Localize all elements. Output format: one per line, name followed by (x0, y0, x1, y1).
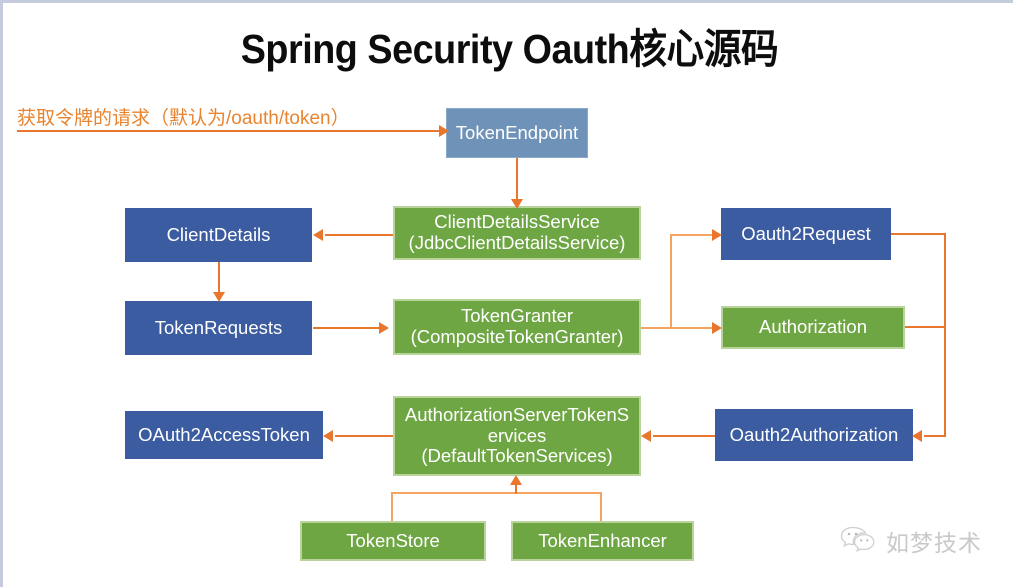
node-token-endpoint[interactable]: TokenEndpoint (446, 108, 588, 158)
arrowhead-client-details-to-token-requests (213, 292, 225, 302)
connector-client-details-to-token-requests (218, 262, 220, 294)
arrowhead-token-granter-to-oauth2-request (712, 229, 722, 241)
connector-request-to-token-endpoint (17, 130, 441, 132)
node-token-granter[interactable]: TokenGranter (CompositeTokenGranter) (393, 299, 641, 355)
connector-bus-to-token-services (515, 484, 517, 494)
watermark: 如梦技术 (839, 524, 982, 558)
connector-token-requests-to-token-granter (313, 327, 381, 329)
connector-token-granter-riser (670, 234, 672, 329)
node-token-requests[interactable]: TokenRequests (125, 301, 312, 355)
arrowhead-bus-to-token-services (510, 475, 522, 485)
node-client-details[interactable]: ClientDetails (125, 208, 312, 262)
connector-token-store-enhancer-bus (391, 492, 602, 494)
node-oauth2-access-token[interactable]: OAuth2AccessToken (125, 411, 323, 459)
node-oauth2-authorization[interactable]: Oauth2Authorization (715, 409, 913, 461)
node-label: TokenStore (346, 529, 440, 551)
node-token-store[interactable]: TokenStore (300, 521, 486, 561)
connector-right-bus-to-oauth2-authorization (924, 435, 946, 437)
node-label: Oauth2Authorization (729, 423, 899, 445)
node-label: TokenEnhancer (538, 529, 667, 551)
connector-token-endpoint-to-client-details-service (516, 158, 518, 201)
node-authorization[interactable]: Authorization (721, 306, 905, 349)
connector-token-store-riser (391, 492, 393, 522)
page-title: Spring Security Oauth核心源码 (240, 26, 779, 72)
node-token-enhancer[interactable]: TokenEnhancer (511, 521, 694, 561)
arrowhead-token-services-to-access-token (323, 430, 333, 442)
connector-right-bus-vertical (944, 233, 946, 437)
wechat-icon (839, 525, 877, 558)
connector-token-granter-to-oauth2-request (670, 234, 716, 236)
connector-authorization-out (905, 326, 946, 328)
connector-client-details-service-to-client-details (325, 234, 393, 236)
node-label: TokenEndpoint (455, 121, 579, 143)
arrowhead-token-requests-to-token-granter (379, 322, 389, 334)
node-label: TokenRequests (154, 316, 283, 338)
arrowhead-token-granter-to-authorization (712, 322, 722, 334)
connector-token-services-to-access-token (335, 435, 393, 437)
watermark-text: 如梦技术 (886, 530, 982, 556)
connector-oauth2-request-out (891, 233, 946, 235)
node-auth-server-token-services[interactable]: AuthorizationServerTokenS ervices (Defau… (393, 396, 641, 476)
node-label: AuthorizationServerTokenS ervices (Defau… (404, 403, 630, 467)
arrowhead-client-details-service-to-client-details (313, 229, 323, 241)
arrowhead-to-oauth2-authorization (912, 430, 922, 442)
node-client-details-service[interactable]: ClientDetailsService (JdbcClientDetailsS… (393, 206, 641, 260)
arrowhead-oauth2-authorization-to-token-services (641, 430, 651, 442)
node-label: TokenGranter (CompositeTokenGranter) (410, 305, 624, 347)
request-label: 获取令牌的请求（默认为/oauth/token） (17, 108, 350, 129)
node-label: ClientDetails (166, 223, 271, 245)
node-label: ClientDetailsService (JdbcClientDetailsS… (408, 211, 626, 253)
connector-token-granter-right-stub (641, 327, 716, 329)
node-label: OAuth2AccessToken (138, 423, 310, 445)
connector-oauth2-authorization-to-token-services (653, 435, 715, 437)
node-oauth2-request[interactable]: Oauth2Request (721, 208, 891, 260)
node-label: Oauth2Request (741, 222, 871, 244)
arrowhead-token-endpoint-to-client-details-service (511, 199, 523, 209)
connector-token-enhancer-riser (600, 492, 602, 522)
node-label: Authorization (759, 316, 867, 338)
arrowhead-request-to-token-endpoint (439, 125, 449, 137)
